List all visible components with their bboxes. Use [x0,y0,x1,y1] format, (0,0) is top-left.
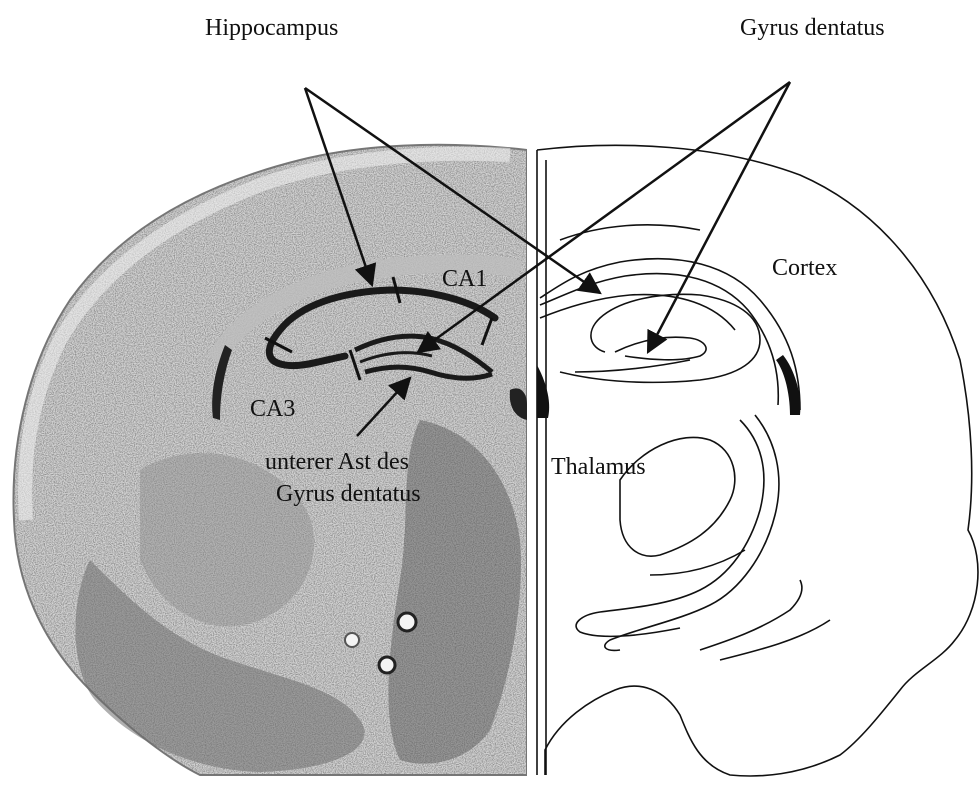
label-ca3: CA3 [250,396,295,422]
label-lower-branch-line2: Gyrus dentatus [276,481,421,507]
atlas-dentate-gyrus [615,337,706,360]
label-ca1: CA1 [442,266,487,292]
round-structure [398,613,416,631]
label-lower-branch-line1: unterer Ast des [265,449,409,475]
label-gyrus-dentatus: Gyrus dentatus [740,15,885,41]
label-hippocampus: Hippocampus [205,15,338,41]
round-structure [345,633,359,647]
label-thalamus: Thalamus [551,454,646,480]
label-cortex: Cortex [772,255,837,281]
round-structure [379,657,395,673]
histology-half [0,0,527,787]
